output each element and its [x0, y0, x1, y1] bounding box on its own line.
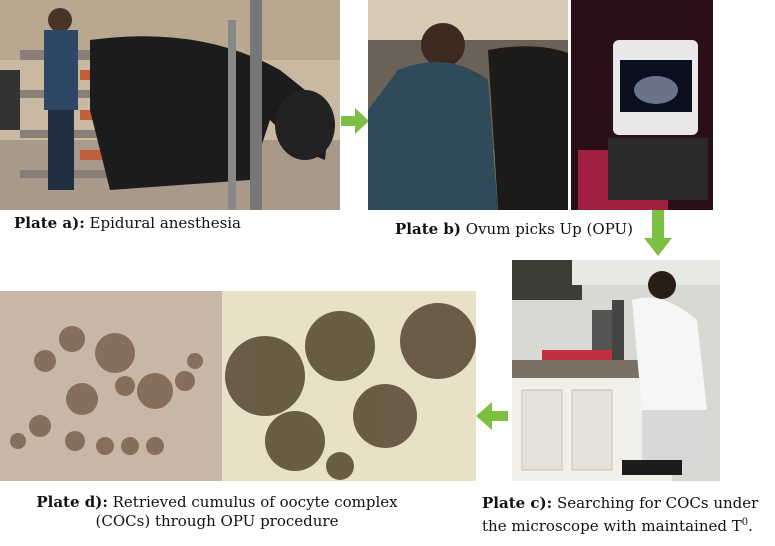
plate-a-photo: [0, 0, 340, 210]
plate-b-text: Ovum picks Up (OPU): [465, 220, 634, 238]
plate-c-text-line2: the microscope with maintained T: [482, 517, 742, 535]
plate-c-caption: Plate c): Searching for COCs under the m…: [482, 494, 758, 536]
plate-c-photo: [512, 260, 720, 481]
plate-b-photo: [368, 0, 713, 210]
plate-c-text-line1: Searching for COCs under: [556, 494, 759, 512]
plate-d-text-line2: (COCs) through OPU procedure: [95, 512, 339, 530]
plate-b-label: Plate b): [395, 220, 461, 238]
plate-c-superscript: 0: [741, 517, 749, 528]
plate-a-caption: Plate a): Epidural anesthesia: [14, 214, 241, 233]
arrow-right-icon: [341, 108, 369, 134]
plate-c-label: Plate c):: [482, 494, 553, 512]
plate-a-text: Epidural anesthesia: [89, 214, 242, 232]
plate-a-label: Plate a):: [14, 214, 85, 232]
arrow-down-icon: [644, 210, 672, 256]
plate-d-label: Plate d):: [36, 493, 108, 511]
plate-c-text-end: .: [748, 517, 753, 535]
plate-d-caption: Plate d): Retrieved cumulus of oocyte co…: [22, 493, 412, 531]
plate-b-caption: Plate b) Ovum picks Up (OPU): [395, 220, 633, 239]
arrow-left-icon: [476, 402, 508, 430]
plate-d-photo: [0, 291, 476, 481]
plate-d-text-line1: Retrieved cumulus of oocyte complex: [112, 493, 398, 511]
